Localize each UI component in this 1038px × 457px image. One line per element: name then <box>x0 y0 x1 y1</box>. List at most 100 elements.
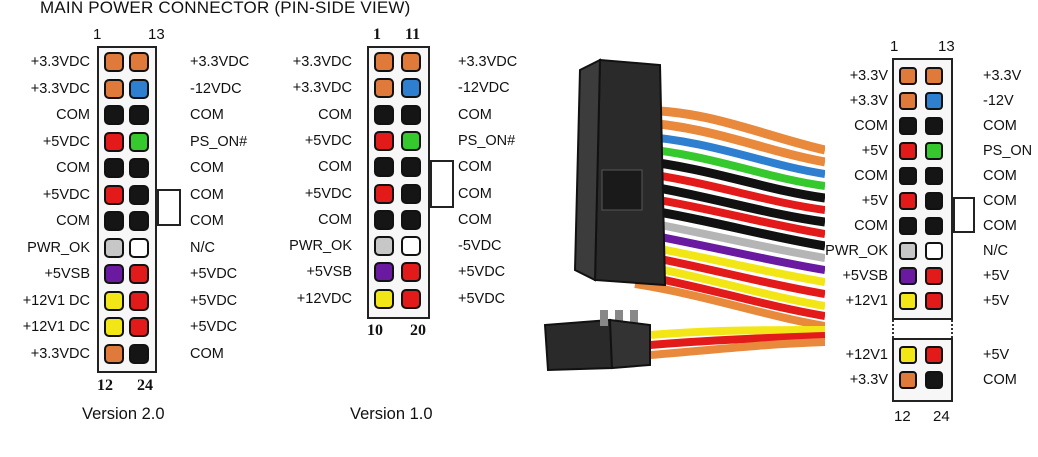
photo-label-right-6: COM <box>983 193 1017 209</box>
photo-label-left-5: COM <box>854 168 888 184</box>
v10-label-left-7: COM <box>318 211 352 228</box>
photo-pin-right-7 <box>925 217 943 235</box>
v10-pin-left-1 <box>374 52 394 72</box>
v10-label-right-7: COM <box>458 211 492 228</box>
v20-label-right-8: N/C <box>190 239 215 256</box>
photo-pin-right-10 <box>925 292 943 310</box>
v10-pin-left-4 <box>374 130 394 151</box>
connector-photo <box>543 58 825 372</box>
photo-label-right-7: COM <box>983 218 1017 234</box>
v10-pin-left-2 <box>374 78 394 99</box>
v20-pin-left-12 <box>104 343 124 364</box>
v10-pin-right-7 <box>401 209 421 230</box>
v20-label-right-11: +5VDC <box>190 319 238 335</box>
v10-pin-right-5 <box>401 157 421 178</box>
v10-pin-left-10 <box>374 288 394 309</box>
v20-label-left-12: +3.3VDC <box>30 345 90 362</box>
v20-label-left-1: +3.3VDC <box>30 54 90 70</box>
v20-pin-left-8 <box>104 237 124 258</box>
v10-pin-number-bottom-right: 20 <box>410 322 426 339</box>
v20-pin-left-11 <box>104 317 124 337</box>
v10-label-left-8: PWR_OK <box>289 238 352 255</box>
photo-pin-left-4 <box>899 142 917 160</box>
v20-pin-left-5 <box>104 158 124 178</box>
v20-label-left-3: COM <box>56 107 90 123</box>
photo-label-ext-right-1: +5V <box>983 347 1010 363</box>
v10-pin-left-8 <box>374 236 394 257</box>
v10-pin-number-top-left: 1 <box>373 26 381 43</box>
v20-pin-left-2 <box>104 78 124 99</box>
v10-label-right-2: -12VDC <box>458 80 510 97</box>
v20-pin-right-5 <box>129 158 149 178</box>
v20-pin-right-7 <box>129 211 149 231</box>
v10-pin-right-2 <box>401 78 421 99</box>
photo-split-line-left <box>892 320 894 338</box>
v20-label-left-11: +12V1 DC <box>22 319 90 335</box>
v10-label-right-1: +3.3VDC <box>458 54 518 70</box>
v10-label-right-10: +5VDC <box>458 290 506 307</box>
photo-label-left-8: PWR_OK <box>825 243 888 259</box>
v20-pin-left-4 <box>104 131 124 152</box>
v20-pin-number-bottom-right: 24 <box>137 377 153 394</box>
photo-pin-number-bottom-left: 12 <box>894 408 911 425</box>
photo-pin-number-bottom-right: 24 <box>933 408 950 425</box>
v20-label-left-2: +3.3VDC <box>30 80 90 97</box>
v20-pin-left-10 <box>104 290 124 311</box>
v20-label-right-6: COM <box>190 186 224 203</box>
v10-pin-left-5 <box>374 157 394 178</box>
v10-pin-left-6 <box>374 183 394 204</box>
photo-label-left-7: COM <box>854 218 888 234</box>
v20-pin-right-12 <box>129 343 149 364</box>
v20-latch-clip <box>157 189 181 226</box>
photo-pin-ext-right-1 <box>925 346 943 364</box>
v20-pin-right-6 <box>129 184 149 205</box>
v20-caption: Version 2.0 <box>82 405 165 423</box>
v10-caption: Version 1.0 <box>350 405 433 423</box>
photo-label-left-4: +5V <box>861 143 888 159</box>
photo-label-right-5: COM <box>983 168 1017 184</box>
photo-pin-left-10 <box>899 292 917 310</box>
photo-latch-clip <box>953 197 975 233</box>
v20-label-right-3: COM <box>190 107 224 123</box>
v20-pin-left-3 <box>104 105 124 125</box>
v20-label-right-10: +5VDC <box>190 292 238 309</box>
v10-pin-right-1 <box>401 52 421 72</box>
photo-label-left-10: +12V1 <box>845 293 888 309</box>
v10-label-right-4: PS_ON# <box>458 132 516 149</box>
v20-label-left-5: COM <box>56 160 90 176</box>
v20-pin-right-1 <box>129 52 149 72</box>
v10-pin-left-7 <box>374 209 394 230</box>
v10-pin-number-bottom-left: 10 <box>367 322 383 339</box>
photo-label-left-6: +5V <box>861 193 888 209</box>
photo-label-right-4: PS_ON <box>983 143 1033 159</box>
photo-pin-ext-left-1 <box>899 346 917 364</box>
photo-pin-right-1 <box>925 67 943 85</box>
photo-pin-ext-left-2 <box>899 371 917 389</box>
v10-label-left-1: +3.3VDC <box>292 54 352 70</box>
photo-pin-number-top-right: 13 <box>938 38 955 55</box>
photo-pin-right-5 <box>925 167 943 185</box>
photo-pin-left-2 <box>899 92 917 110</box>
photo-pin-number-top-left: 1 <box>890 38 899 55</box>
v10-label-right-6: COM <box>458 185 492 202</box>
v20-pin-right-8 <box>129 237 149 258</box>
v20-pin-number-top-left: 1 <box>93 26 102 43</box>
v10-pin-number-top-right: 11 <box>405 26 421 43</box>
v20-label-right-4: PS_ON# <box>190 133 248 150</box>
photo-pin-right-9 <box>925 267 943 285</box>
photo-label-right-10: +5V <box>983 293 1010 309</box>
photo-pin-right-4 <box>925 142 943 160</box>
v20-pin-right-9 <box>129 264 149 284</box>
v10-pin-right-8 <box>401 236 421 257</box>
v10-label-right-3: COM <box>458 106 492 123</box>
photo-label-left-3: COM <box>854 118 888 134</box>
photo-label-right-3: COM <box>983 118 1017 134</box>
photo-label-right-9: +5V <box>983 268 1010 284</box>
photo-pin-left-5 <box>899 167 917 185</box>
v10-pin-left-3 <box>374 104 394 125</box>
v20-label-left-8: PWR_OK <box>27 239 90 256</box>
photo-pin-left-1 <box>899 67 917 85</box>
v20-pin-right-3 <box>129 105 149 125</box>
photo-pin-right-3 <box>925 117 943 135</box>
v10-label-left-6: +5VDC <box>304 185 352 202</box>
